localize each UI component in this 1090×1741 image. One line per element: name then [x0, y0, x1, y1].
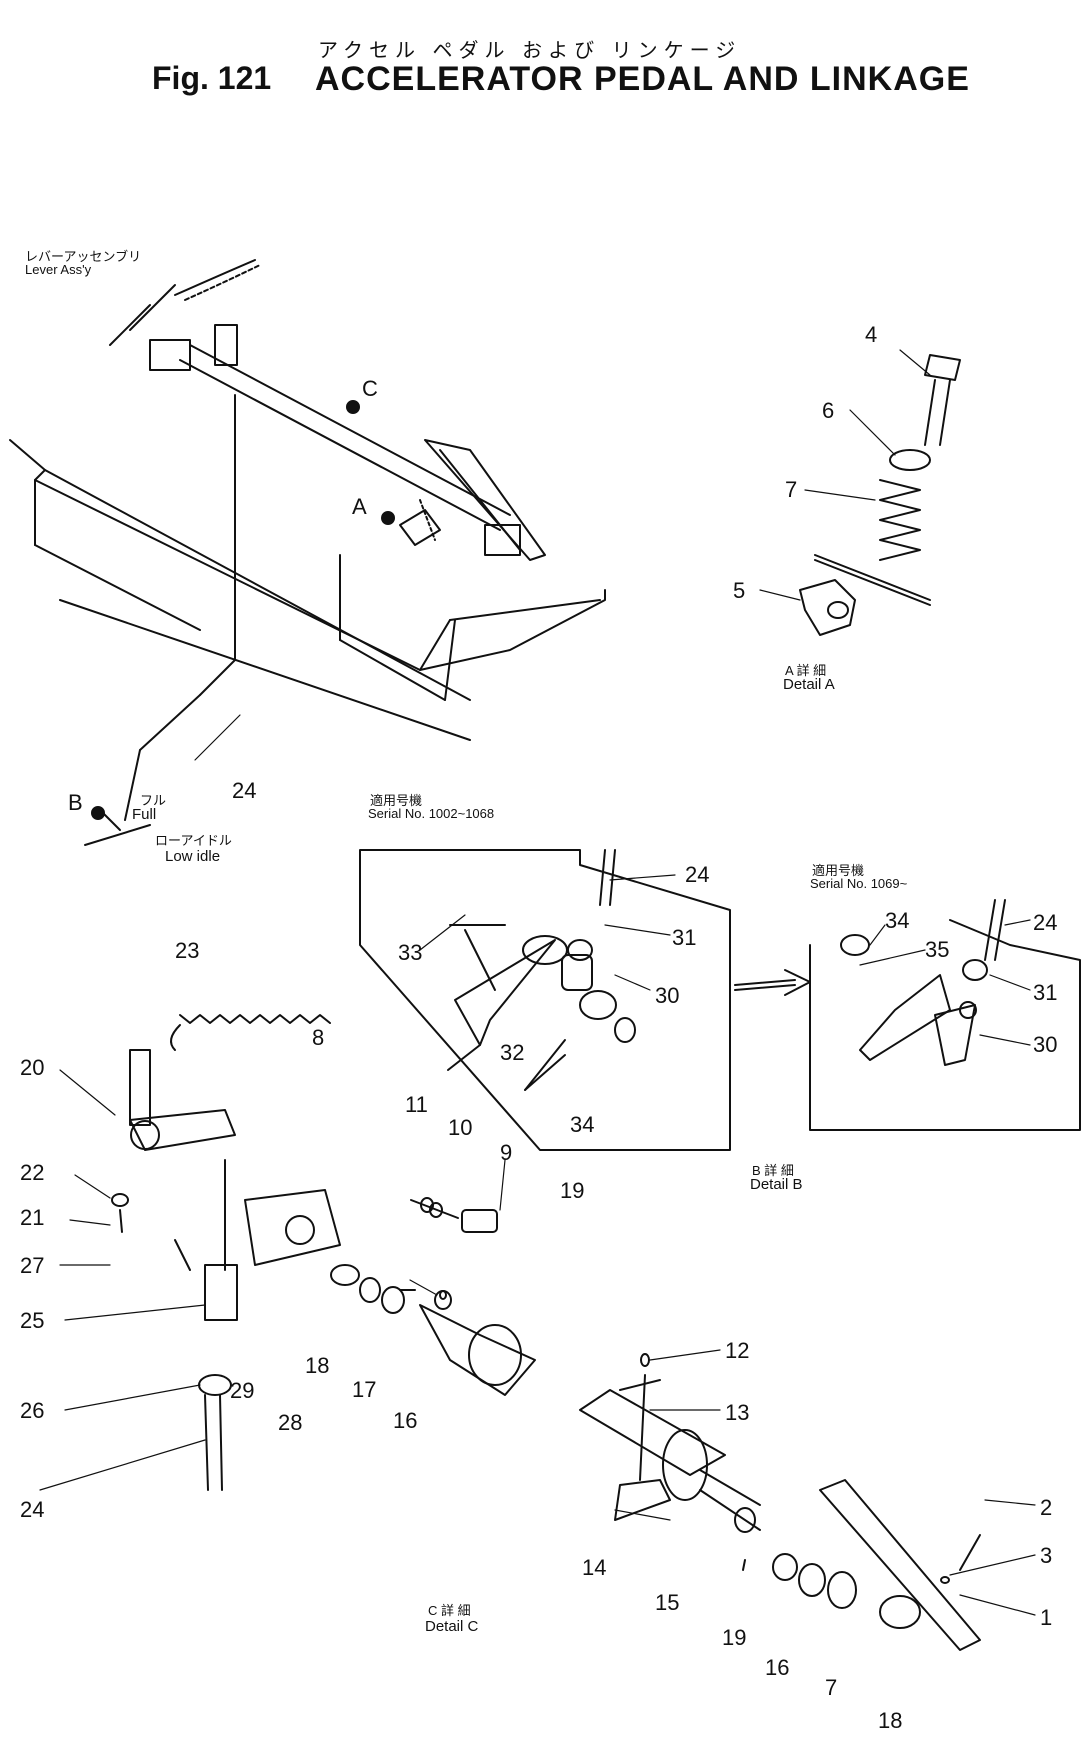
detail-c-jp-label: C 詳 細	[428, 1603, 471, 1618]
part-number: 1	[1040, 1605, 1053, 1630]
part-number: 35	[925, 937, 950, 962]
part-number: 9	[500, 1140, 513, 1165]
part-number: 27	[20, 1253, 45, 1278]
part-number: 7	[785, 477, 798, 502]
part-number: 34	[570, 1112, 595, 1137]
part-number: 15	[655, 1590, 680, 1615]
part-number: 26	[20, 1398, 45, 1423]
part-number: 3	[1040, 1543, 1053, 1568]
detail-b-frame-1	[359, 849, 731, 1151]
reference-markers	[91, 400, 395, 820]
detail-b-jp-label: B 詳 細	[752, 1163, 794, 1178]
full-jp-label: フル	[140, 793, 167, 808]
ref-b-label: B	[68, 790, 83, 815]
serial-1-label: Serial No. 1002~1068	[368, 806, 495, 821]
part-number: 13	[725, 1400, 750, 1425]
part-number: 25	[20, 1308, 45, 1333]
part-number: 4	[865, 322, 878, 347]
part-number: 22	[20, 1160, 45, 1185]
part-number: 30	[1033, 1032, 1058, 1057]
full-label: Full	[132, 806, 157, 823]
low-idle-label: Low idle	[165, 848, 221, 865]
part-number: 19	[722, 1625, 747, 1650]
part-number: 24	[232, 778, 257, 803]
detail-a-drawing	[799, 354, 961, 636]
serial-2-label: Serial No. 1069~	[810, 876, 908, 891]
part-number: 5	[733, 578, 746, 603]
part-number: 34	[885, 908, 910, 933]
part-number: 33	[398, 940, 423, 965]
part-number: 29	[230, 1378, 255, 1403]
detail-a-jp-label: A 詳 細	[785, 663, 827, 678]
part-number: 16	[765, 1655, 790, 1680]
part-number: 10	[448, 1115, 473, 1140]
dash-panel	[9, 439, 606, 741]
part-number: 6	[822, 398, 835, 423]
detail-b-label: Detail B	[750, 1176, 803, 1193]
detail-a-label: Detail A	[783, 676, 835, 693]
part-number: 19	[560, 1178, 585, 1203]
part-number: 31	[672, 925, 697, 950]
part-number: 14	[582, 1555, 607, 1580]
lever-assy-jp-label: レバーアッセンブリ	[25, 249, 142, 264]
part-number: 7	[825, 1675, 838, 1700]
lever-assy-label: Lever Ass'y	[25, 262, 92, 277]
serial-arrow	[734, 969, 811, 996]
figure-number: Fig. 121	[152, 60, 272, 96]
header-japanese-title: アクセル ペダル および リンケージ	[318, 40, 742, 62]
part-number: 2	[1040, 1495, 1053, 1520]
part-number: 28	[278, 1410, 303, 1435]
detail-c-label: Detail C	[425, 1618, 479, 1635]
detail-c-drawing	[111, 1014, 981, 1651]
serial-1-jp-label: 適用号機	[370, 793, 423, 808]
part-number: 16	[393, 1408, 418, 1433]
low-idle-jp-label: ローアイドル	[155, 833, 232, 848]
part-number: 8	[312, 1025, 325, 1050]
part-number: 24	[1033, 910, 1058, 935]
ref-a-label: A	[352, 494, 367, 519]
serial-2-jp-label: 適用号機	[812, 863, 865, 878]
part-number: 17	[352, 1377, 377, 1402]
part-number: 23	[175, 938, 200, 963]
part-number: 20	[20, 1055, 45, 1080]
part-number: 21	[20, 1205, 45, 1230]
part-number: 31	[1033, 980, 1058, 1005]
part-number: 24	[20, 1497, 45, 1522]
pedal-shaft	[84, 259, 511, 846]
part-number: 18	[305, 1353, 330, 1378]
leader-lines	[39, 349, 1036, 1616]
part-number: 32	[500, 1040, 525, 1065]
part-number: 24	[685, 862, 710, 887]
part-number: 11	[405, 1092, 428, 1117]
part-number: 12	[725, 1338, 750, 1363]
part-number: 18	[878, 1708, 903, 1733]
part-number: 30	[655, 983, 680, 1008]
detail-b-frame-2	[809, 899, 1081, 1131]
page-title: ACCELERATOR PEDAL AND LINKAGE	[315, 60, 970, 98]
pedal	[399, 439, 546, 561]
ref-c-label: C	[362, 376, 378, 401]
